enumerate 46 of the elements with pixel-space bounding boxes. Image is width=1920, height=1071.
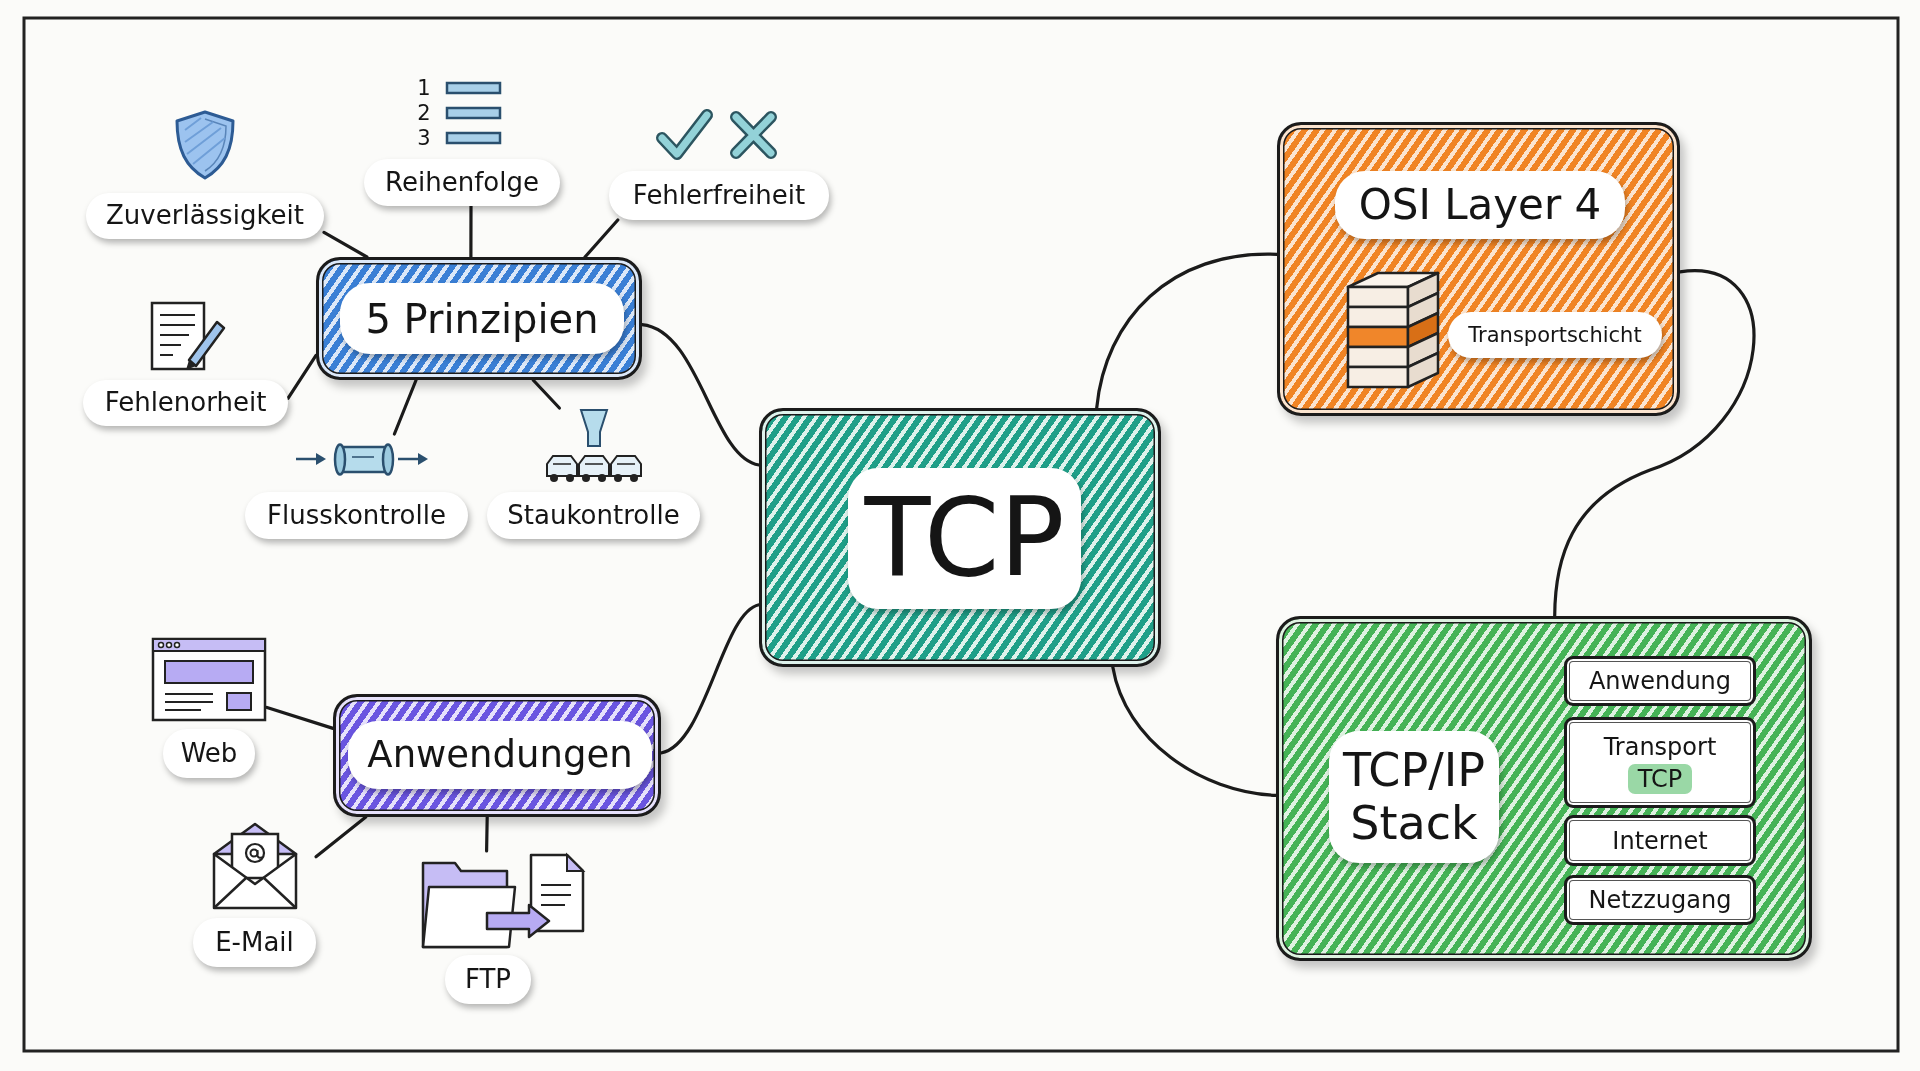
connector-line [286, 353, 318, 400]
list-number: 1 [416, 76, 432, 100]
connector-line [392, 378, 418, 436]
connector-line [1111, 665, 1278, 797]
connector-line [531, 378, 561, 410]
topic-box [316, 257, 642, 380]
topic-label: Anwendungen [348, 721, 652, 789]
subtopic-label: Transportschicht [1448, 312, 1662, 358]
layer-label: Transport [1603, 731, 1717, 762]
list-number: 2 [416, 101, 432, 125]
subtopic-label: Staukontrolle [487, 492, 700, 539]
subtopic-label: Reihenfolge [364, 159, 560, 206]
layer-box [1564, 656, 1756, 706]
subtopic-label: Zuverlässigkeit [86, 193, 324, 239]
layer-box [1564, 815, 1756, 866]
subtopic-label: Web [163, 729, 255, 778]
topic-box [759, 408, 1161, 667]
subtopic-label: Flusskontrolle [245, 492, 468, 539]
connector-line [314, 815, 368, 859]
connector-line [322, 230, 369, 259]
topic-box [1277, 122, 1680, 416]
connector-line [640, 323, 761, 467]
layer-label: Anwendung [1588, 666, 1732, 696]
subtopic-label: E-Mail [193, 918, 316, 967]
subtopic-label: Fehlenorheit [83, 380, 288, 426]
highlighted-label: TCP [1627, 763, 1693, 794]
subtopic-label: FTP [445, 955, 531, 1004]
topic-label: 5 Prinzipien [340, 283, 624, 354]
topic-label: TCP/IP Stack [1329, 731, 1499, 863]
connector-line [485, 815, 489, 853]
layer-label: Internet [1612, 825, 1708, 856]
topic-box [333, 694, 661, 817]
connector-line [659, 603, 761, 755]
connector-line [1553, 269, 1756, 618]
layer-label: Netzzugang [1588, 885, 1732, 915]
connector-line [1095, 252, 1279, 410]
connector-line [469, 204, 473, 259]
list-number: 3 [416, 126, 432, 150]
topic-label: TCP [848, 468, 1081, 609]
topic-box [1276, 616, 1812, 961]
connector-line [265, 705, 335, 730]
layer-box [1564, 717, 1756, 808]
subtopic-label: Fehlerfreiheit [609, 171, 829, 220]
layer-box [1564, 875, 1756, 925]
topic-label: OSI Layer 4 [1335, 171, 1625, 239]
connector-line [583, 218, 620, 259]
